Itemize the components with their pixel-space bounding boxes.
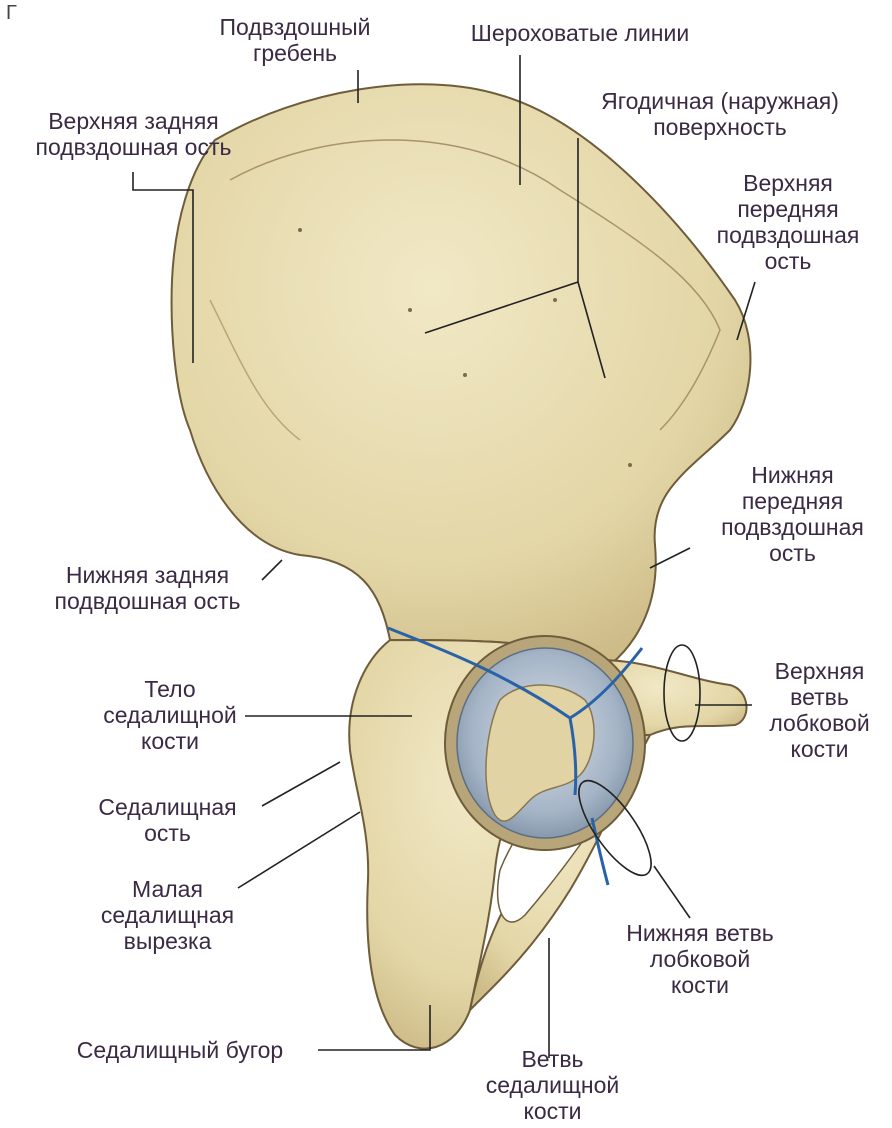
label-line: подвздошная (688, 222, 888, 248)
label-rough-lines: Шероховатые линии (435, 20, 725, 46)
label-line: гребень (200, 40, 390, 66)
label-line: ветвь (752, 684, 887, 710)
label-line: Нижняя (695, 462, 890, 488)
label-lesser-sciatic-notch: Малая седалищная вырезка (70, 876, 265, 954)
label-anterior-inferior-iliac-spine: Нижняя передняя подвздошная ость (695, 462, 890, 566)
label-line: Седалищный бугор (44, 1037, 316, 1063)
label-line: кости (752, 736, 887, 762)
label-ischial-spine: Седалищная ость (70, 794, 265, 846)
label-ischium-body: Тело седалищной кости (95, 676, 245, 754)
label-line: подвздошная (695, 514, 890, 540)
label-line: Ветвь (470, 1046, 635, 1072)
label-line: Нижняя задняя (20, 562, 275, 588)
label-line: передняя (695, 488, 890, 514)
label-ischial-tuberosity: Седалищный бугор (44, 1037, 316, 1063)
label-iliac-crest: Подвздошный гребень (200, 14, 390, 66)
label-line: передняя (688, 196, 888, 222)
label-line: кости (470, 1098, 635, 1124)
label-line: лобковой (600, 946, 800, 972)
label-anterior-superior-iliac-spine: Верхняя передняя подвздошная ость (688, 170, 888, 274)
label-line: ость (688, 248, 888, 274)
label-line: подвдошная ость (20, 588, 275, 614)
label-ischial-ramus: Ветвь седалищной кости (470, 1046, 635, 1124)
label-posterior-superior-iliac-spine: Верхняя задняя подвздошная ость (6, 108, 261, 160)
label-posterior-inferior-iliac-spine: Нижняя задняя подвдошная ость (20, 562, 275, 614)
label-line: ость (695, 540, 890, 566)
label-line: кости (95, 728, 245, 754)
label-gluteal-surface: Ягодичная (наружная) поверхность (560, 88, 880, 140)
label-line: Шероховатые линии (435, 20, 725, 46)
label-line: кости (600, 972, 800, 998)
label-line: ость (70, 820, 265, 846)
label-line: Тело (95, 676, 245, 702)
label-line: лобковой (752, 710, 887, 736)
label-line: седалищной (95, 702, 245, 728)
label-line: Малая (70, 876, 265, 902)
label-line: Верхняя (688, 170, 888, 196)
label-line: Нижняя ветвь (600, 920, 800, 946)
label-superior-pubic-ramus: Верхняя ветвь лобковой кости (752, 658, 887, 762)
label-line: Верхняя (752, 658, 887, 684)
label-line: седалищной (470, 1072, 635, 1098)
label-line: Седалищная (70, 794, 265, 820)
label-line: подвздошная ость (6, 134, 261, 160)
label-inferior-pubic-ramus: Нижняя ветвь лобковой кости (600, 920, 800, 998)
label-line: Верхняя задняя (6, 108, 261, 134)
label-line: поверхность (560, 114, 880, 140)
label-line: вырезка (70, 928, 265, 954)
label-line: Ягодичная (наружная) (560, 88, 880, 114)
label-line: седалищная (70, 902, 265, 928)
label-line: Подвздошный (200, 14, 390, 40)
